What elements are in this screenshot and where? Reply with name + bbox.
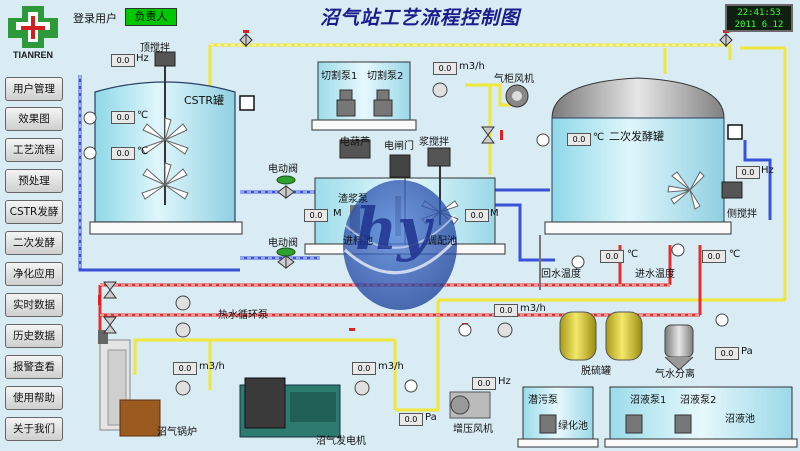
top-stirrer-value: 0.0	[111, 54, 135, 67]
nav-button-pretreatment[interactable]: 预处理	[5, 169, 63, 193]
celsius-unit: ℃	[729, 249, 741, 260]
electric-valve-1-label: 电动阀	[268, 164, 298, 175]
meter-unit: M	[333, 208, 342, 219]
adjust-pool-label: 调配池	[427, 236, 457, 247]
nav-button-effect-view[interactable]: 效果图	[5, 107, 63, 131]
logo-text: TIANREN	[13, 50, 53, 60]
hz-unit: Hz	[136, 53, 149, 64]
nav-button-cstr-fermentation[interactable]: CSTR发酵	[5, 200, 63, 224]
biogas-generator-label: 沼气发电机	[316, 436, 366, 447]
hz-unit: Hz	[498, 376, 511, 387]
gas-flow-value: 0.0	[433, 62, 457, 75]
meter-unit: M	[490, 208, 499, 219]
gas-fan-label: 气柜风机	[494, 74, 534, 85]
celsius-unit: ℃	[137, 146, 149, 157]
boiler-flow-value: 0.0	[173, 362, 197, 375]
nav-button-purification[interactable]: 净化应用	[5, 262, 63, 286]
top-stirrer-label: 顶搅拌	[140, 43, 170, 54]
booster-fan-value: 0.0	[472, 377, 496, 390]
separator-pressure-value: 0.0	[715, 347, 739, 360]
nav-button-secondary-fermentation[interactable]: 二次发酵	[5, 231, 63, 255]
side-stirrer-label: 侧搅拌	[727, 209, 757, 220]
pa-unit: Pa	[425, 412, 437, 423]
nav-button-about-us[interactable]: 关于我们	[5, 417, 63, 441]
clock-display: 22:41:53 2011 6 12	[725, 4, 793, 32]
slurry-stirrer-label: 浆搅拌	[419, 137, 449, 148]
nav-button-process-flow[interactable]: 工艺流程	[5, 138, 63, 162]
side-stirrer-value: 0.0	[736, 166, 760, 179]
nav-button-user-management[interactable]: 用户管理	[5, 77, 63, 101]
nav-button-help[interactable]: 使用帮助	[5, 386, 63, 410]
desulfur-tank-label: 脱硫罐	[581, 366, 611, 377]
m3h-unit: m3/h	[199, 361, 225, 372]
watermark-logo: hy	[355, 195, 431, 263]
slurry-pump-label: 渣浆泵	[338, 194, 368, 205]
page-title: 沼气站工艺流程控制图	[320, 7, 521, 29]
digestate-pump-1-label: 沼液泵1	[630, 395, 667, 406]
return-temp-value: 0.0	[600, 250, 624, 263]
green-pool-label: 绿化池	[558, 421, 588, 432]
clock-date: 2011 6 12	[734, 20, 784, 30]
electric-hoist-label: 电葫芦	[340, 137, 370, 148]
gas-water-separator-label: 气水分离	[655, 369, 695, 380]
digestate-pump-2-label: 沼液泵2	[680, 395, 717, 406]
login-label: 登录用户	[73, 12, 117, 25]
cutter-pump-2-label: 切割泵2	[367, 71, 404, 82]
hot-water-pump-label: 热水循环泵	[218, 310, 268, 321]
celsius-unit: ℃	[593, 132, 605, 143]
nav-button-history-data[interactable]: 历史数据	[5, 324, 63, 348]
m3h-unit: m3/h	[520, 303, 546, 314]
feed-pool-label: 进料池	[343, 236, 373, 247]
hz-unit: Hz	[761, 165, 774, 176]
nav-button-realtime-data[interactable]: 实时数据	[5, 293, 63, 317]
sewage-pump-label: 潜污泵	[528, 395, 558, 406]
login-user[interactable]: 负责人	[125, 8, 177, 26]
secondary-tank-label: 二次发酵罐	[609, 130, 664, 143]
cstr-tank-label: CSTR罐	[184, 94, 225, 107]
nav-button-alarm-view[interactable]: 报警查看	[5, 355, 63, 379]
booster-fan-label: 增压风机	[453, 424, 493, 435]
secondary-temp-value: 0.0	[567, 133, 591, 146]
feed-pool-level-value: 0.0	[304, 209, 328, 222]
generator-flow-value: 0.0	[352, 362, 376, 375]
cstr-temp-1-value: 0.0	[111, 111, 135, 124]
m3h-unit: m3/h	[459, 61, 485, 72]
digestate-pool-label: 沼液池	[725, 414, 755, 425]
electric-gate-label: 电闸门	[384, 141, 414, 152]
biogas-boiler-label: 沼气锅炉	[157, 427, 197, 438]
desulfur-flow-value: 0.0	[494, 304, 518, 317]
cutter-pump-1-label: 切割泵1	[321, 71, 358, 82]
inlet-temp-value: 0.0	[702, 250, 726, 263]
celsius-unit: ℃	[627, 249, 639, 260]
inlet-temp-label: 进水温度	[635, 269, 675, 280]
cstr-temp-2-value: 0.0	[111, 147, 135, 160]
clock-time: 22:41:53	[737, 8, 781, 18]
celsius-unit: ℃	[137, 110, 149, 121]
booster-pressure-value: 0.0	[399, 413, 423, 426]
return-temp-label: 回水温度	[541, 269, 581, 280]
m3h-unit: m3/h	[378, 361, 404, 372]
electric-valve-2-label: 电动阀	[268, 238, 298, 249]
adjust-pool-level-value: 0.0	[465, 209, 489, 222]
company-logo	[4, 4, 62, 70]
pa-unit: Pa	[741, 346, 753, 357]
